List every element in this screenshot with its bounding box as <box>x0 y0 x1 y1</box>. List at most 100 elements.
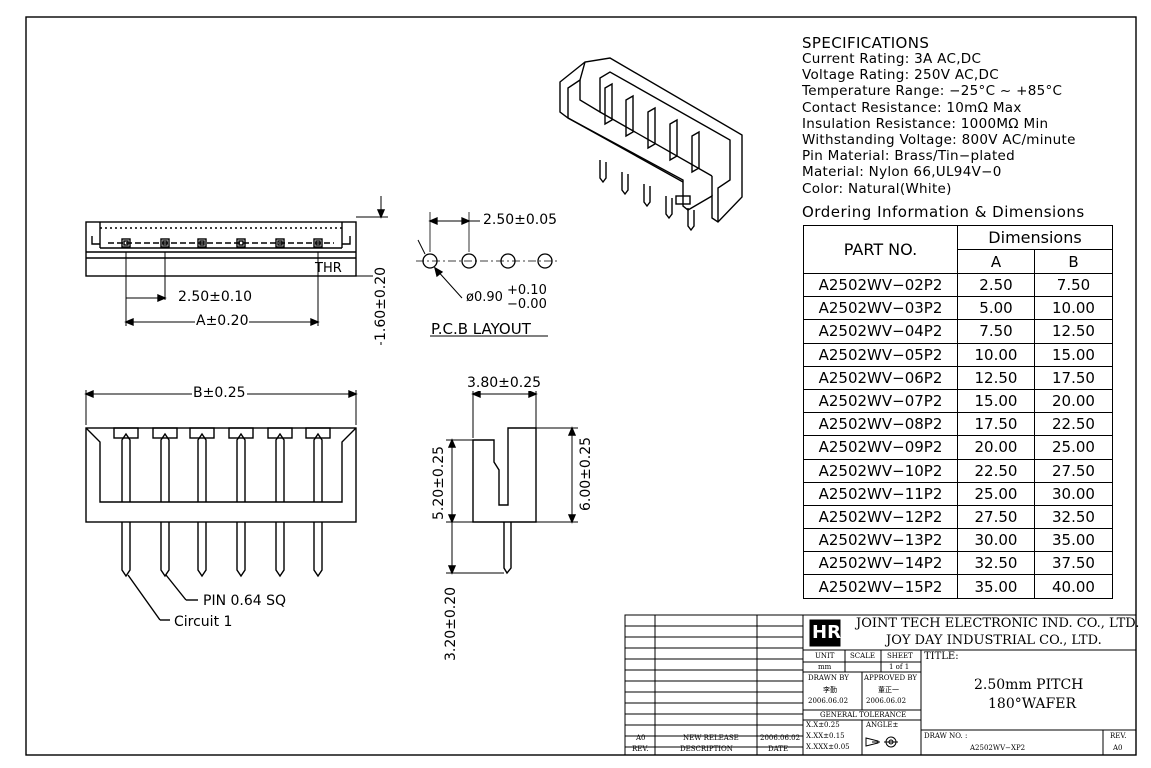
front-pin-contact <box>313 432 323 502</box>
part-number-cell: A2502WV−14P2 <box>803 551 958 576</box>
front-pin-slot <box>267 427 293 439</box>
pitch-dimension-top: 2.50±0.10 <box>177 289 254 305</box>
part-number-cell: A2502WV−04P2 <box>803 319 958 344</box>
dim-a-cell: 7.50 <box>957 319 1035 344</box>
sheet-value: 1 of 1 <box>889 663 910 671</box>
pin-label: PIN 0.64 SQ <box>202 593 288 609</box>
title-line-2: 180°WAFER <box>988 696 1076 712</box>
sheet-label: SHEET <box>887 652 913 660</box>
front-pin-tail <box>197 522 207 578</box>
part-number-cell: A2502WV−11P2 <box>803 481 958 506</box>
drawn-by-name: 李勤 <box>823 686 837 694</box>
dim-b-cell: 7.50 <box>1034 272 1113 298</box>
company-name-2: JOY DAY INDUSTRIAL CO., LTD. <box>886 633 1102 648</box>
front-pin-slot <box>113 427 139 439</box>
tolerance-2: X.XX±0.15 <box>806 732 845 740</box>
rev-row-desc: NEW RELEASE <box>683 734 739 742</box>
tolerance-1: X.X±0.25 <box>806 721 840 729</box>
ordering-title: Ordering Information & Dimensions <box>802 203 1085 221</box>
dim-b-cell: 37.50 <box>1034 551 1113 576</box>
dim-a-cell: 10.00 <box>957 342 1035 367</box>
top-pin-core <box>277 240 283 246</box>
front-pin-contact <box>275 432 285 502</box>
top-pin <box>236 238 246 248</box>
title-block-lines <box>624 614 1137 756</box>
rev-row-rev: A0 <box>636 734 646 742</box>
top-pin-core <box>199 240 205 246</box>
pcb-hole-dimension: ø0.90 <box>465 290 504 305</box>
front-pin-slot <box>305 427 331 439</box>
isometric-view <box>559 57 743 232</box>
part-number-cell: A2502WV−15P2 <box>803 574 958 599</box>
dimensions-header: Dimensions <box>957 225 1113 250</box>
front-pin-contact <box>236 432 246 502</box>
draw-no-label: DRAW NO. : <box>924 732 968 740</box>
approved-by-name: 董正一 <box>878 686 899 694</box>
tolerance-3: X.XXX±0.05 <box>806 743 850 751</box>
part-number-cell: A2502WV−10P2 <box>803 458 958 483</box>
dim-a-cell: 30.00 <box>957 528 1035 553</box>
side-width-dimension: 3.80±0.25 <box>466 375 543 391</box>
top-pin <box>313 238 323 248</box>
part-number-cell: A2502WV−06P2 <box>803 365 958 390</box>
part-number-cell: A2502WV−08P2 <box>803 412 958 437</box>
top-pin <box>160 238 170 248</box>
dim-a-cell: 17.50 <box>957 412 1035 437</box>
dim-b-cell: 15.00 <box>1034 342 1113 367</box>
dim-a-cell: 35.00 <box>957 574 1035 599</box>
circuit-label: Circuit 1 <box>173 614 234 630</box>
dim-b-cell: 25.00 <box>1034 435 1113 460</box>
part-number-cell: A2502WV−07P2 <box>803 388 958 414</box>
dim-a-cell: 22.50 <box>957 458 1035 483</box>
part-number-cell: A2502WV−13P2 <box>803 528 958 553</box>
rev-header: REV. <box>632 745 649 753</box>
dim-a-cell: 25.00 <box>957 481 1035 506</box>
dim-b-cell: 30.00 <box>1034 481 1113 506</box>
general-tolerance-label: GENERAL TOLERANCE <box>820 711 907 719</box>
spec-line: Pin Material: Brass/Tin−plated <box>802 148 1016 165</box>
front-pin-tail <box>160 522 170 578</box>
rev-label: REV. <box>1110 732 1127 740</box>
rev-value: A0 <box>1113 744 1123 752</box>
spec-line: Temperature Range: −25°C ~ +85°C <box>802 83 1063 100</box>
drawn-by-label: DRAWN BY <box>808 674 849 682</box>
top-pin <box>121 238 131 248</box>
pcb-pitch-dimension: 2.50±0.05 <box>482 212 559 228</box>
drawn-date: 2006.06.02 <box>808 697 849 705</box>
dim-b-cell: 10.00 <box>1034 296 1113 321</box>
dim-a-cell: 32.50 <box>957 551 1035 576</box>
part-number-cell: A2502WV−03P2 <box>803 296 958 321</box>
spec-line: Contact Resistance: 10mΩ Max <box>802 99 1022 116</box>
dim-b-cell: 20.00 <box>1034 388 1113 414</box>
company-logo: HR <box>812 622 841 643</box>
top-pin <box>197 238 207 248</box>
dim-b-cell: 17.50 <box>1034 365 1113 390</box>
company-name-1: JOINT TECH ELECTRONIC IND. CO., LTD. <box>856 616 1140 631</box>
dim-a-cell: 2.50 <box>957 272 1035 298</box>
dim-b-cell: 27.50 <box>1034 458 1113 483</box>
part-number-cell: A2502WV−02P2 <box>803 272 958 298</box>
top-view <box>85 196 388 345</box>
col-a-header: A <box>957 249 1035 274</box>
dim-a-cell: 12.50 <box>957 365 1035 390</box>
pcb-layout <box>416 212 558 337</box>
spec-line: Voltage Rating: 250V AC,DC <box>802 67 999 84</box>
top-pin <box>275 238 285 248</box>
part-no-header: PART NO. <box>803 225 958 274</box>
front-pin-tail <box>275 522 285 578</box>
dim-a-cell: 20.00 <box>957 435 1035 460</box>
front-pin-contact <box>121 432 131 502</box>
height-dimension-160: 1.60±0.20 <box>373 265 389 342</box>
front-pin-tail <box>236 522 246 578</box>
dim-a-cell: 5.00 <box>957 296 1035 321</box>
spec-line: Current Rating: 3A AC,DC <box>802 51 982 67</box>
front-pin-slot <box>189 427 215 439</box>
